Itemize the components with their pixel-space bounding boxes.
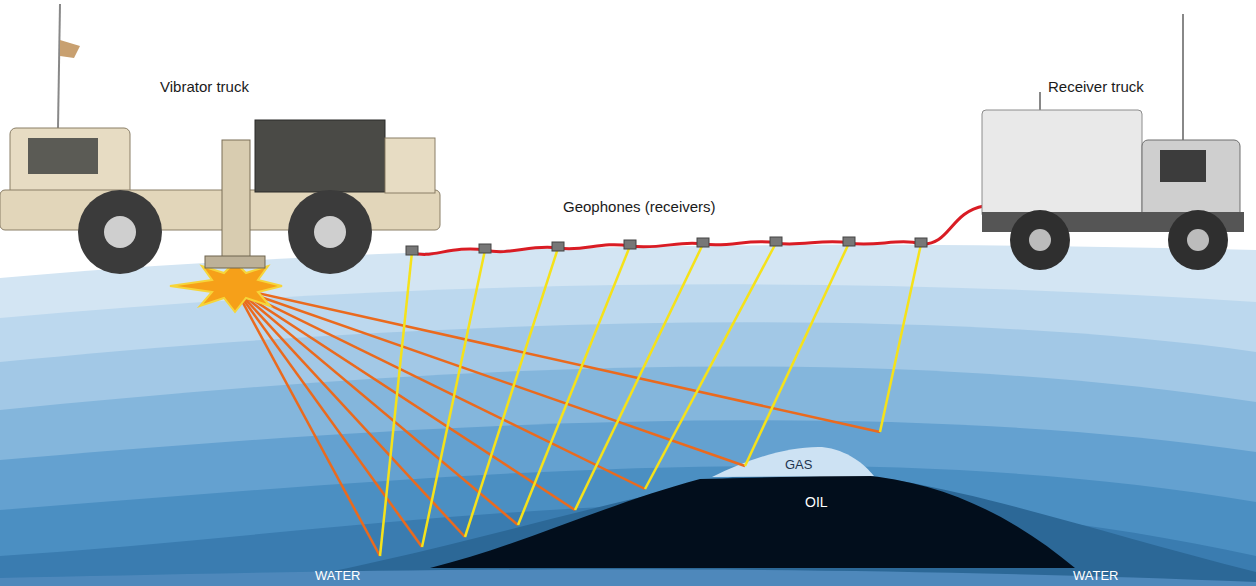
geophone	[406, 246, 418, 255]
receiver-box	[982, 110, 1142, 218]
deep-layer	[0, 569, 1256, 586]
rock-layer	[0, 420, 1256, 586]
antenna	[1039, 92, 1041, 112]
water-label: WATER	[315, 569, 361, 584]
wheel	[288, 190, 372, 274]
wheel-hub	[1029, 229, 1051, 251]
vibrator-truck	[0, 4, 440, 312]
wheel-hub	[314, 216, 346, 248]
ray	[645, 243, 776, 489]
cab-window	[28, 138, 98, 174]
water-label-box: WATER	[315, 566, 361, 584]
truck-body	[0, 190, 440, 230]
reflected-rays	[380, 243, 921, 556]
ray	[235, 288, 880, 432]
water-label-box: WATER	[1073, 566, 1119, 584]
incident-rays	[235, 288, 880, 556]
receiver-truck	[982, 14, 1244, 270]
flag	[60, 40, 80, 58]
truck-label-box: Vibrator truck	[160, 78, 249, 96]
rock-layer	[0, 245, 1256, 586]
ray	[745, 243, 849, 466]
water-label: WATER	[1073, 569, 1119, 584]
truck-label-box: Receiver truck	[1048, 78, 1144, 96]
ray	[575, 244, 703, 510]
antenna	[58, 4, 60, 128]
base-plate	[205, 256, 265, 268]
ray	[380, 252, 412, 556]
geophone	[697, 238, 709, 247]
geophone	[552, 242, 564, 251]
oil-reservoir	[430, 475, 1075, 568]
rock-layer	[0, 284, 1256, 586]
oil-label-box: OIL	[805, 493, 828, 511]
ray	[518, 246, 630, 525]
antenna	[1182, 14, 1184, 140]
geophones	[406, 237, 927, 255]
wheel	[1168, 210, 1228, 270]
tank	[385, 138, 435, 193]
ray	[465, 248, 558, 537]
engine	[255, 120, 385, 192]
vibration-burst	[170, 262, 282, 312]
ray	[880, 244, 921, 432]
wheel	[1010, 210, 1070, 270]
gas-label-box: GAS	[785, 455, 812, 473]
wheel	[78, 190, 162, 274]
geophone	[479, 244, 491, 253]
rock-layer	[0, 322, 1256, 586]
truck-label: Vibrator truck	[160, 78, 249, 95]
geophone	[915, 238, 927, 247]
geophone	[624, 240, 636, 249]
geophone	[770, 237, 782, 246]
truck-cab	[1142, 140, 1240, 222]
wheel-hub	[104, 216, 136, 248]
gas-label: GAS	[785, 458, 812, 473]
truck-label: Receiver truck	[1048, 78, 1144, 95]
ray	[235, 288, 465, 537]
water-layer	[250, 471, 1256, 586]
geophone-label-box: Geophones (receivers)	[563, 198, 716, 216]
vibrator-mast	[222, 140, 250, 258]
wheel-hub	[1187, 229, 1209, 251]
rock-layers	[0, 245, 1256, 586]
geophone-label: Geophones (receivers)	[563, 198, 716, 215]
oil-label: OIL	[805, 494, 828, 510]
rock-layer	[0, 466, 1256, 586]
geophone	[843, 237, 855, 246]
cab-window	[1160, 150, 1206, 182]
truck-cab	[10, 128, 130, 198]
